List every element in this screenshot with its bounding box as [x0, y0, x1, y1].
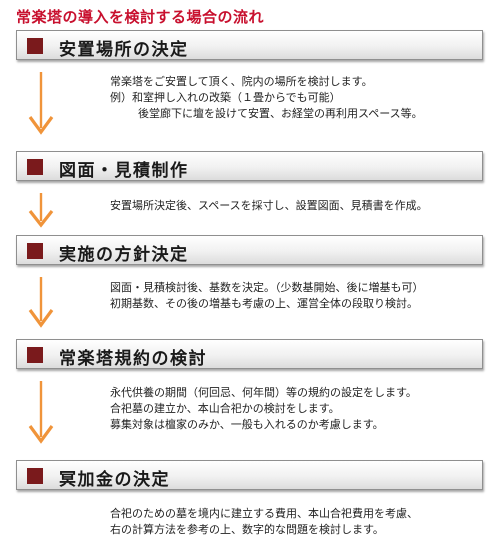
step-marker-icon	[27, 159, 43, 175]
description-line: 右の計算方法を参考の上、数字的な問題を検討します。	[110, 523, 384, 536]
step-description: 常楽塔をご安置して頂く、院内の場所を検討します。 例）和室押し入れの改築（１畳か…	[110, 74, 490, 122]
step-marker-icon	[27, 468, 43, 484]
description-line: 常楽塔をご安置して頂く、院内の場所を検討します。	[110, 75, 373, 88]
description-line: 募集対象は檀家のみか、一般も入れるのか考慮します。	[110, 418, 384, 431]
description-line: 永代供養の期間（何回忌、何年間）等の規約の設定をします。	[110, 386, 417, 399]
description-line: 合祀墓の建立か、本山合祀かの検討をします。	[110, 402, 340, 415]
step-header-policy: 実施の方針決定	[16, 235, 483, 265]
step-title: 実施の方針決定	[59, 245, 189, 265]
step-title: 安置場所の決定	[59, 40, 189, 60]
step-marker-icon	[27, 38, 43, 54]
step-title: 常楽塔規約の検討	[59, 349, 207, 369]
down-arrow-icon	[28, 277, 54, 328]
step-description: 合祀のための墓を境内に建立する費用、本山合祀費用を考慮、 右の計算方法を参考の上…	[110, 506, 490, 538]
down-arrow-icon	[28, 381, 54, 444]
step-description: 図面・見積検討後、基数を決定。（少数基開始、後に増基も可） 初期基数、その後の増…	[110, 280, 490, 312]
down-arrow-icon	[28, 72, 54, 135]
description-line: 合祀のための墓を境内に建立する費用、本山合祀費用を考慮、	[110, 507, 418, 520]
description-line: 後堂廊下に壇を設けて安置、お経堂の再利用スペース等。	[138, 107, 423, 120]
step-description: 永代供養の期間（何回忌、何年間）等の規約の設定をします。 合祀墓の建立か、本山合…	[110, 385, 490, 433]
step-header-drawing-estimate: 図面・見積制作	[16, 151, 483, 181]
step-title: 冥加金の決定	[59, 470, 170, 490]
step-header-rules: 常楽塔規約の検討	[16, 339, 483, 369]
description-line: 図面・見積検討後、基数を決定。（少数基開始、後に増基も可）	[110, 281, 424, 294]
step-marker-icon	[27, 243, 43, 259]
page-title: 常楽塔の導入を検討する場合の流れ	[16, 8, 265, 26]
description-line: 初期基数、その後の増基も考慮の上、運営全体の段取り検討。	[110, 297, 418, 310]
step-description: 安置場所決定後、スペースを採寸し、設置図面、見積書を作成。	[110, 198, 490, 214]
down-arrow-icon	[28, 193, 54, 228]
step-header-fee: 冥加金の決定	[16, 460, 483, 490]
step-title: 図面・見積制作	[59, 161, 189, 181]
description-line: 例）和室押し入れの改築（１畳からでも可能）	[110, 91, 341, 104]
description-line: 安置場所決定後、スペースを採寸し、設置図面、見積書を作成。	[110, 199, 428, 212]
step-header-placement: 安置場所の決定	[16, 30, 483, 60]
step-marker-icon	[27, 347, 43, 363]
